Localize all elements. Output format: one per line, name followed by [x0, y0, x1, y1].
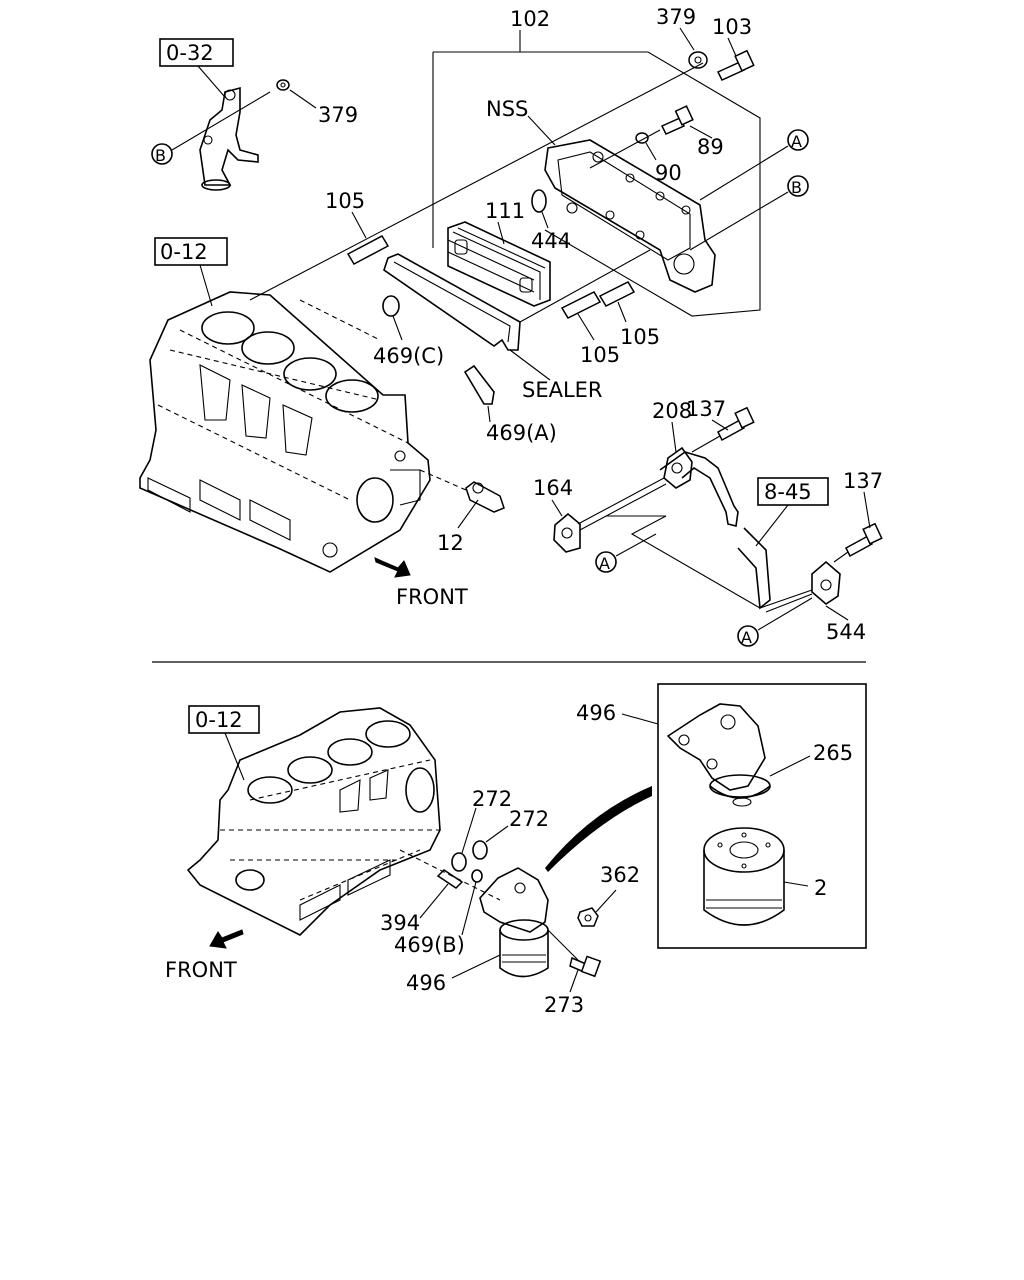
oil-filter-assembly-small — [479, 867, 549, 978]
label-137-lower: 137 — [843, 469, 883, 493]
label-379-left: 379 — [318, 103, 358, 127]
stud-105-left — [346, 235, 390, 265]
front-label-top: FRONT — [396, 585, 468, 609]
o-ring-444 — [531, 189, 547, 213]
label-90: 90 — [655, 161, 682, 185]
label-sealer: SEALER — [522, 378, 603, 402]
ref-label-0-12-top: 0-12 — [160, 240, 208, 264]
callout-a-right[interactable]: A — [787, 129, 809, 151]
front-arrow-bottom — [209, 929, 244, 949]
label-469a: 469(A) — [486, 421, 557, 445]
bolt-137-lower — [845, 522, 883, 558]
stud-105-center — [560, 291, 602, 319]
bolt-89 — [660, 105, 694, 135]
cylinder-block-top — [139, 291, 431, 573]
label-379-top: 379 — [656, 5, 696, 29]
sealer-gasket — [383, 253, 521, 351]
label-272-right: 272 — [509, 807, 549, 831]
label-89: 89 — [697, 135, 724, 159]
front-label-bottom: FRONT — [165, 958, 237, 982]
label-nss: NSS — [486, 97, 528, 121]
stud-105-right — [598, 281, 636, 307]
label-394: 394 — [380, 911, 420, 935]
label-273: 273 — [544, 993, 584, 1017]
label-105-left: 105 — [325, 189, 365, 213]
callout-b-left[interactable]: B — [151, 143, 173, 165]
nut-379-left — [276, 79, 290, 91]
cylinder-block-bottom — [186, 707, 441, 936]
front-arrow-top — [374, 557, 411, 578]
ref-box-0-32[interactable]: 0-32 — [159, 38, 234, 67]
callout-b-right-text: B — [791, 178, 802, 197]
ref-box-8-45[interactable]: 8-45 — [757, 477, 829, 506]
oil-pipe-assembly — [553, 446, 841, 613]
label-272-left: 272 — [472, 787, 512, 811]
oil-cooler-element-111 — [447, 221, 551, 307]
callout-a-bottom[interactable]: A — [737, 625, 759, 647]
o-ring-272-left — [451, 852, 467, 872]
callout-a-middle[interactable]: A — [595, 551, 617, 573]
label-103: 103 — [712, 15, 752, 39]
label-469c: 469(C) — [373, 344, 444, 368]
callout-a-bottom-text: A — [741, 628, 752, 647]
o-ring-272-right — [472, 840, 488, 860]
label-102: 102 — [510, 7, 550, 31]
label-137-upper: 137 — [686, 397, 726, 421]
bolt-103 — [716, 49, 755, 81]
label-362: 362 — [600, 863, 640, 887]
label-496-top: 496 — [576, 701, 616, 725]
label-12: 12 — [437, 531, 464, 555]
thermostat-housing — [199, 86, 259, 191]
label-2: 2 — [814, 876, 827, 900]
label-111: 111 — [485, 199, 525, 223]
nut-362 — [577, 907, 599, 927]
label-469b: 469(B) — [394, 933, 465, 957]
stud-394 — [436, 869, 464, 889]
nut-379-top — [688, 51, 708, 69]
filter-head-detail — [666, 703, 771, 807]
label-496-bottom: 496 — [406, 971, 446, 995]
label-265: 265 — [813, 741, 853, 765]
oil-cooler-cover — [544, 139, 716, 293]
label-208: 208 — [652, 399, 692, 423]
bolt-273 — [569, 955, 602, 978]
ref-box-0-12-top[interactable]: 0-12 — [154, 237, 228, 266]
label-105-right: 105 — [620, 325, 660, 349]
callout-a-right-text: A — [791, 132, 802, 151]
o-ring-469a — [463, 364, 495, 405]
label-164: 164 — [533, 476, 573, 500]
callout-a-middle-text: A — [599, 554, 610, 573]
callout-b-right[interactable]: B — [787, 175, 809, 197]
detail-box — [657, 683, 867, 949]
ref-label-0-32: 0-32 — [166, 41, 214, 65]
ref-box-0-12-bottom[interactable]: 0-12 — [188, 705, 260, 734]
filter-element-detail — [703, 827, 785, 926]
label-444: 444 — [531, 229, 571, 253]
bolt-137-upper — [717, 406, 755, 442]
label-544: 544 — [826, 620, 866, 644]
detail-pointer-wedge — [545, 786, 652, 872]
callout-b-left-text: B — [155, 146, 166, 165]
part-12 — [465, 481, 505, 513]
o-ring-469c — [382, 295, 400, 317]
o-ring-469b — [471, 869, 483, 883]
ref-label-8-45: 8-45 — [764, 480, 812, 504]
label-105-center: 105 — [580, 343, 620, 367]
washer-90 — [635, 132, 649, 144]
ref-label-0-12-bottom: 0-12 — [195, 708, 243, 732]
